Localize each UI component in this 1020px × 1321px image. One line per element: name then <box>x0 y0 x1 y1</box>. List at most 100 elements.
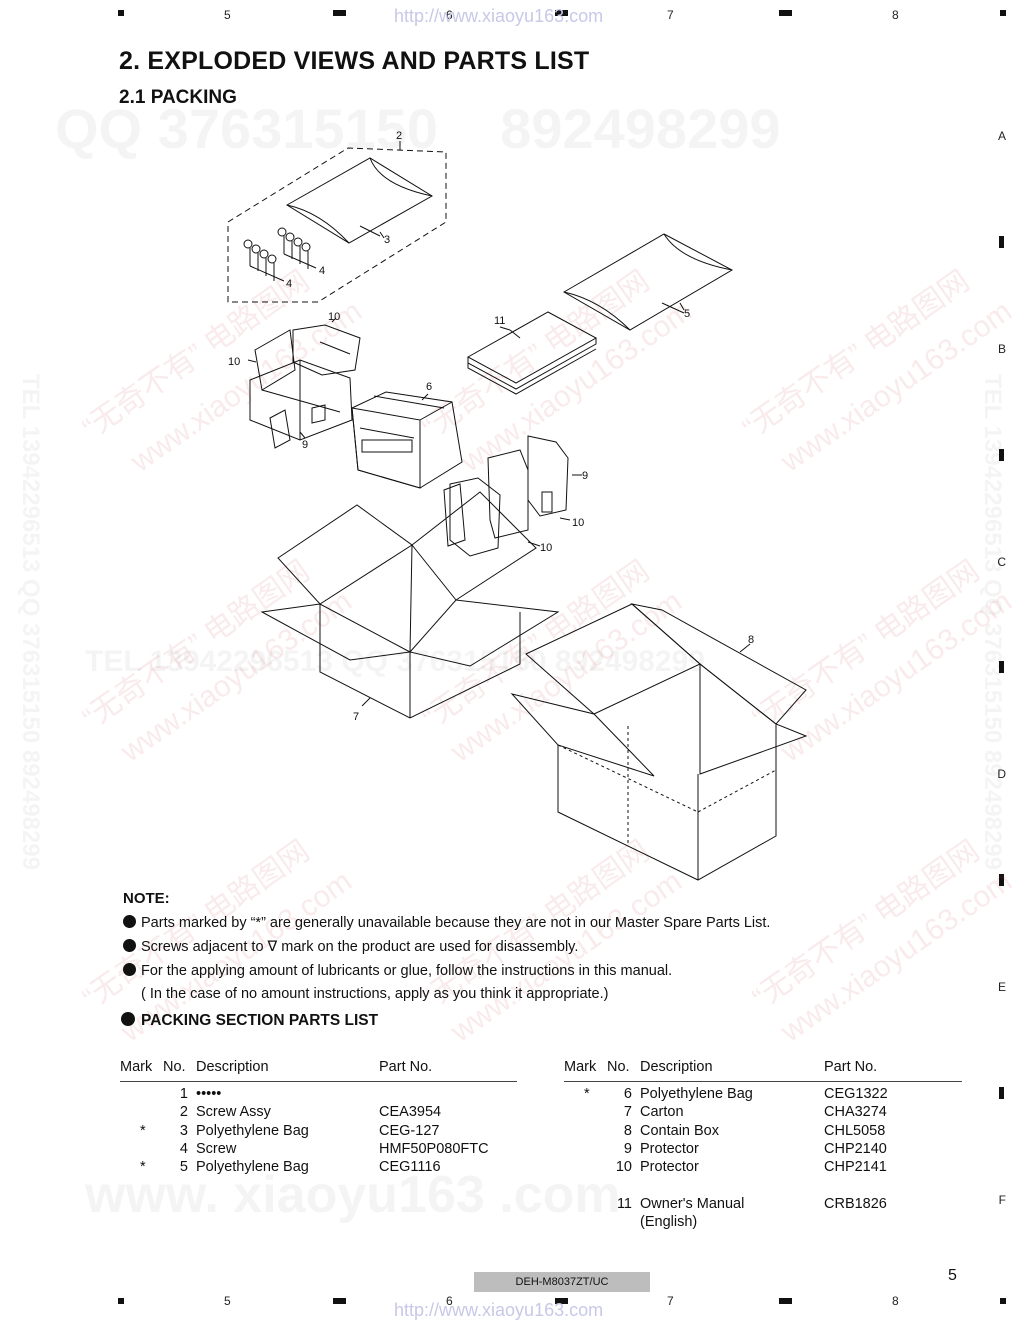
frame-mark <box>118 10 124 16</box>
cell-part-no: CHL5058 <box>824 1122 886 1139</box>
cell-description: Owner's Manual <box>640 1195 745 1212</box>
poly-bag-5 <box>564 234 732 330</box>
cell-description: Screw <box>196 1140 237 1157</box>
header-no: No. <box>163 1059 186 1075</box>
cell-no: 2 <box>179 1104 188 1121</box>
header-part-no: Part No. <box>379 1059 433 1075</box>
screw-assy-outline <box>228 148 446 302</box>
header-mark: Mark <box>564 1059 597 1075</box>
callout-3: 3 <box>384 234 390 246</box>
callout-10: 10 <box>228 356 240 368</box>
note-item: Screws adjacent to ∇ mark on the product… <box>123 939 578 955</box>
cell-no: 1 <box>179 1086 188 1102</box>
cell-description: Screw Assy <box>196 1104 271 1121</box>
cell-no: 6 <box>623 1086 632 1102</box>
frame-mark <box>1000 1298 1006 1304</box>
row-letter: D <box>997 767 1006 781</box>
table-row: 4 Screw HMF50P080FTC <box>120 1141 517 1159</box>
protector-left <box>250 325 360 448</box>
frame-mark <box>333 10 346 16</box>
row-letter: F <box>998 1193 1006 1207</box>
column-number: 5 <box>224 1294 231 1308</box>
carton-7 <box>262 492 558 718</box>
column-number: 6 <box>446 1294 453 1308</box>
cell-part-no: HMF50P080FTC <box>379 1140 489 1157</box>
cell-no: 10 <box>615 1159 632 1176</box>
cell-mark: * <box>140 1122 146 1139</box>
row-letter: A <box>997 129 1006 143</box>
row-letter: E <box>997 980 1006 994</box>
cell-no: 5 <box>179 1159 188 1176</box>
table-row: 2 Screw Assy CEA3954 <box>120 1104 517 1122</box>
cell-description: Polyethylene Bag <box>196 1122 309 1139</box>
cell-no: 11 <box>616 1195 632 1212</box>
table-row: 1 ••••• <box>120 1086 517 1104</box>
cell-no: 9 <box>623 1140 632 1157</box>
parts-list-heading: PACKING SECTION PARTS LIST <box>121 1012 378 1030</box>
poly-bag-3 <box>287 158 432 243</box>
frame-mark <box>999 449 1004 461</box>
row-letter: C <box>997 555 1006 569</box>
note-subitem: ( In the case of no amount instructions,… <box>141 986 609 1002</box>
cell-description: (English) <box>640 1214 698 1231</box>
cell-part-no: CEA3954 <box>379 1104 442 1121</box>
cell-part-no: CEG1116 <box>379 1159 441 1176</box>
frame-mark <box>999 661 1004 673</box>
frame-mark <box>555 10 568 16</box>
bullet-icon <box>121 1012 135 1026</box>
cell-description: Protector <box>640 1140 699 1157</box>
frame-mark <box>779 10 792 16</box>
bullet-icon <box>123 939 136 952</box>
note-item: Parts marked by “*” are generally unavai… <box>123 915 770 931</box>
cell-mark: * <box>584 1086 590 1102</box>
cell-part-no: CHA3274 <box>824 1104 887 1121</box>
callout-5: 5 <box>684 308 690 320</box>
protector-right <box>444 436 568 556</box>
callout-11: 11 <box>494 315 505 327</box>
row-letter: B <box>997 342 1006 356</box>
header-no: No. <box>607 1059 630 1075</box>
cell-part-no: CRB1826 <box>824 1195 887 1212</box>
page-title: 2. EXPLODED VIEWS AND PARTS LIST <box>119 47 590 75</box>
cell-description: Polyethylene Bag <box>196 1159 309 1176</box>
cell-part-no: CEG-127 <box>379 1122 440 1139</box>
cell-no: 4 <box>179 1140 188 1157</box>
callout-6: 6 <box>426 381 432 393</box>
note-item: For the applying amount of lubricants or… <box>123 963 672 979</box>
frame-mark <box>118 1298 124 1304</box>
header-part-no: Part No. <box>824 1059 878 1075</box>
exploded-view-diagram: 2 3 4 4 5 6 7 8 9 9 10 10 10 10 11 <box>0 130 1020 900</box>
callout-2: 2 <box>396 130 402 142</box>
cell-no: 3 <box>179 1122 188 1139</box>
callout-10: 10 <box>540 542 552 554</box>
owners-manual-11 <box>468 312 596 394</box>
page-number: 5 <box>948 1267 957 1284</box>
table-row: 11 Owner's Manual CRB1826 <box>564 1196 962 1214</box>
callout-10: 10 <box>328 311 340 323</box>
column-number: 5 <box>224 8 231 22</box>
callout-4: 4 <box>319 265 325 277</box>
frame-mark <box>333 1298 346 1304</box>
frame-mark <box>999 1087 1004 1099</box>
column-number: 8 <box>892 1294 899 1308</box>
table-row: * 3 Polyethylene Bag CEG-127 <box>120 1123 517 1141</box>
cell-description: ••••• <box>196 1086 222 1102</box>
cell-description: Protector <box>640 1159 699 1176</box>
frame-mark <box>999 236 1004 248</box>
callout-8: 8 <box>748 634 754 646</box>
note-title: NOTE: <box>123 890 170 907</box>
column-number: 8 <box>892 8 899 22</box>
table-header: Mark No. Description Part No. <box>120 1059 517 1082</box>
model-footer: DEH-M8037ZT/UC <box>474 1272 650 1292</box>
column-number: 7 <box>667 8 674 22</box>
callout-4: 4 <box>286 278 292 290</box>
watermark-url: http://www.xiaoyu163.com <box>394 1300 604 1320</box>
bullet-icon <box>123 963 136 976</box>
callout-9: 9 <box>302 439 308 451</box>
